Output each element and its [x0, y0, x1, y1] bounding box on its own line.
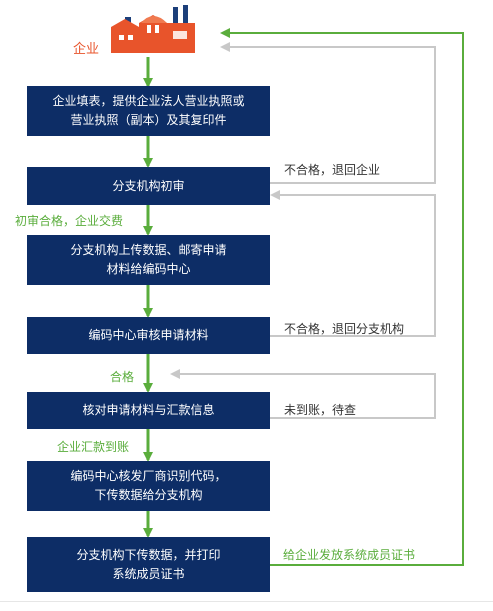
- step-5-box: 核对申请材料与汇款信息: [27, 392, 270, 429]
- step-2-line-1: 分支机构初审: [112, 178, 185, 193]
- step-6-line-2: 下传数据给分支机构: [94, 488, 203, 502]
- loop-issue-certificate: [220, 28, 464, 566]
- loop-payment-pending: [170, 369, 436, 419]
- step-6-line-1: 编码中心核发厂商识别代码，: [70, 469, 227, 483]
- label-payment-received: 企业汇款到账: [57, 440, 130, 454]
- factory-icon: [111, 5, 195, 53]
- step-7-box: 分支机构下传数据，并打印 系统成员证书: [27, 537, 270, 592]
- bottom-divider: [0, 601, 493, 602]
- label-fail-return-branch: 不合格，退回分支机构: [284, 322, 405, 336]
- step-5-line-1: 核对申请材料与汇款信息: [82, 403, 215, 417]
- label-issue-certificate: 给企业发放系统成员证书: [283, 548, 416, 562]
- step-3-line-1: 分支机构上传数据、邮寄申请: [70, 243, 227, 257]
- label-pass: 合格: [110, 370, 135, 384]
- step-3-box: 分支机构上传数据、邮寄申请 材料给编码中心: [27, 235, 270, 285]
- step-6-box: 编码中心核发厂商识别代码， 下传数据给分支机构: [27, 461, 270, 511]
- step-7-line-1: 分支机构下传数据，并打印: [76, 547, 221, 562]
- label-fail-return-company: 不合格，退回企业: [284, 163, 381, 177]
- step-1-line-2: 营业执照（副本）及其复印件: [70, 113, 227, 127]
- step-7-line-2: 系统成员证书: [112, 566, 185, 581]
- step-1-line-1: 企业填表，提供企业法人营业执照或: [52, 94, 245, 108]
- label-initial-pass: 初审合格，企业交费: [15, 214, 124, 228]
- step-2-box: 分支机构初审: [27, 167, 270, 205]
- step-1-box: 企业填表，提供企业法人营业执照或 营业执照（副本）及其复印件: [27, 86, 270, 136]
- step-4-box: 编码中心审核申请材料: [27, 317, 270, 354]
- company-label: 企业: [73, 42, 100, 57]
- loop-return-to-branch: [270, 190, 436, 337]
- loop-return-to-company: [220, 42, 436, 184]
- step-4-line-1: 编码中心审核申请材料: [88, 328, 209, 342]
- step-3-line-2: 材料给编码中心: [106, 262, 191, 276]
- label-not-received-pending: 未到账，待查: [284, 403, 357, 417]
